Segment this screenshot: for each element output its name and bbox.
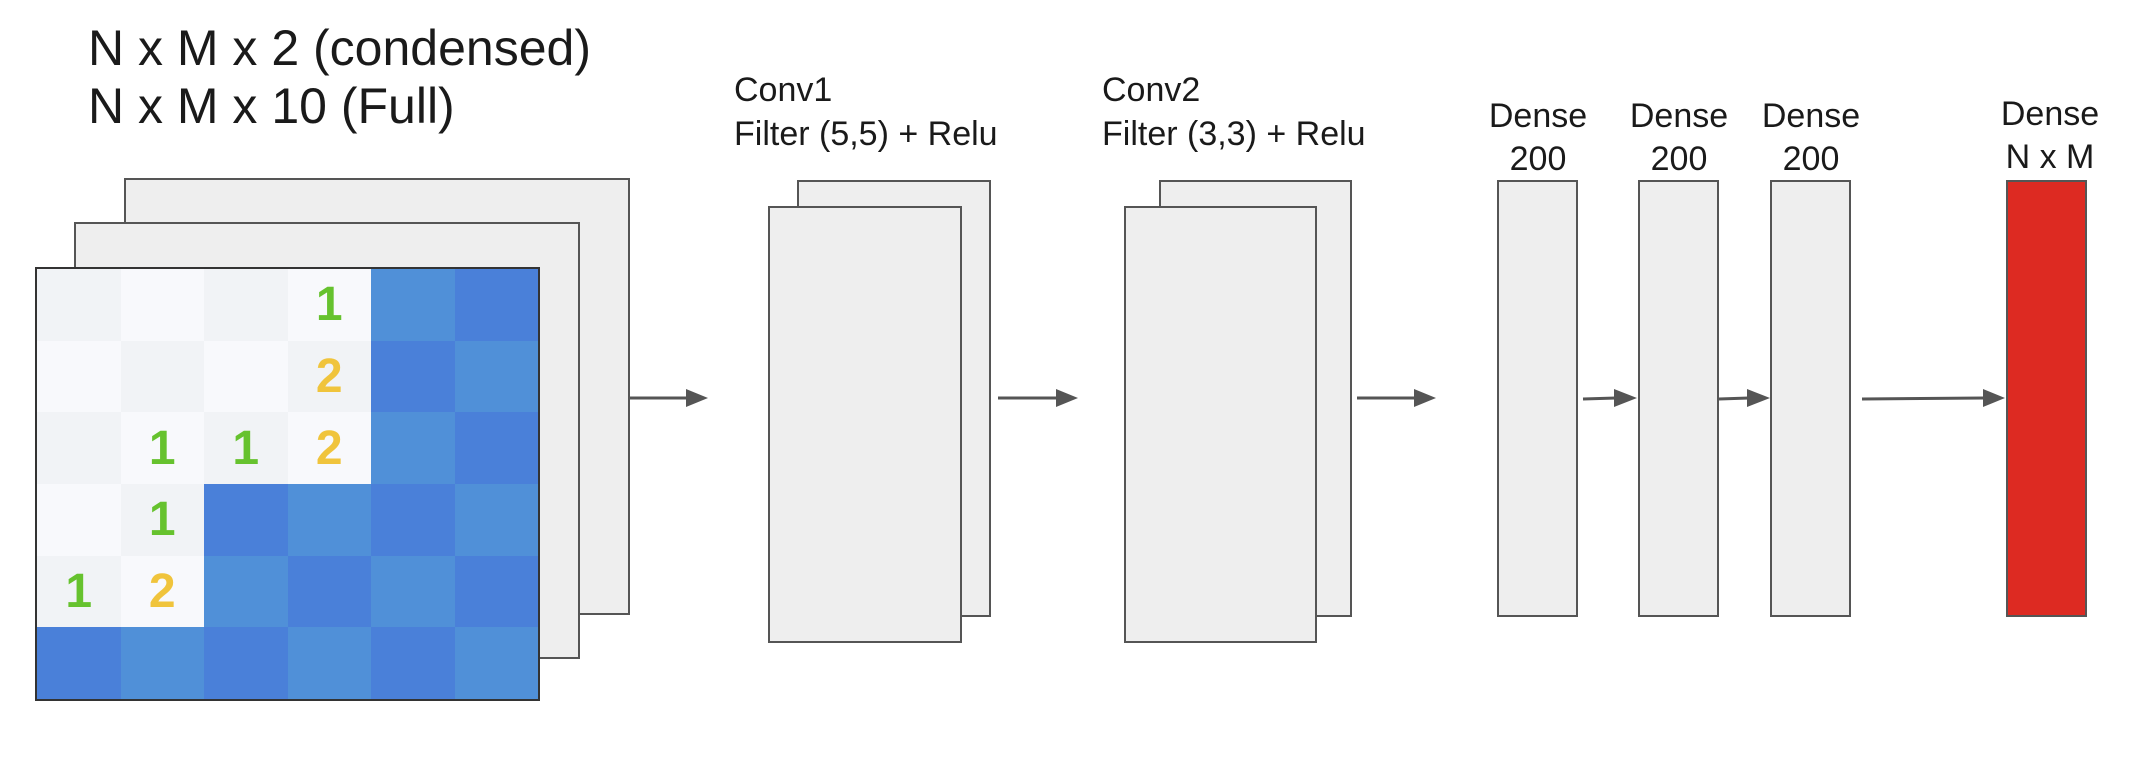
dense2-size: 200: [1650, 140, 1708, 178]
number-cell: 2: [287, 412, 371, 484]
conv2-feature-map-front: [1124, 206, 1317, 643]
unrevealed-cell: [371, 340, 455, 413]
number-cell: 1: [204, 412, 288, 484]
dense3-layer: [1770, 180, 1851, 617]
arrow-conv1-to-conv2: [998, 389, 1078, 407]
dense1-layer: [1497, 180, 1578, 617]
dense3-size: 200: [1782, 140, 1840, 178]
number-cell: 1: [120, 483, 204, 556]
unrevealed-cell: [454, 555, 538, 628]
unrevealed-cell: [371, 269, 455, 341]
unrevealed-cell: [454, 269, 538, 341]
dense1-size: 200: [1509, 140, 1567, 178]
unrevealed-cell: [371, 555, 455, 628]
arrow-conv2-to-dense1: [1357, 389, 1436, 407]
arrow-dense1-to-dense2: [1582, 389, 1637, 407]
conv1-label: Conv1: [734, 71, 833, 109]
unrevealed-cell: [454, 340, 538, 413]
revealed-cell: [37, 483, 121, 556]
revealed-cell: [37, 340, 121, 413]
unrevealed-cell: [204, 555, 288, 628]
unrevealed-cell: [371, 483, 455, 556]
unrevealed-cell: [120, 627, 204, 699]
unrevealed-cell: [371, 412, 455, 484]
output-label: Dense: [2000, 95, 2100, 133]
dense2-label: Dense: [1629, 97, 1729, 135]
unrevealed-cell: [204, 483, 288, 556]
revealed-cell: [120, 340, 204, 413]
dense2-layer: [1638, 180, 1719, 617]
revealed-cell: [204, 340, 288, 413]
number-cell: 2: [120, 555, 204, 628]
unrevealed-cell: [204, 627, 288, 699]
number-cell: 1: [37, 555, 121, 628]
revealed-cell: [37, 269, 121, 341]
conv2-detail: Filter (3,3) + Relu: [1102, 115, 1366, 153]
unrevealed-cell: [287, 483, 371, 556]
number-cell: 1: [120, 412, 204, 484]
input-shape-condensed: N x M x 2 (condensed): [88, 20, 591, 76]
input-shape-full: N x M x 10 (Full): [88, 78, 455, 134]
revealed-cell: [204, 269, 288, 341]
output-size: N x M: [2005, 138, 2095, 176]
unrevealed-cell: [37, 627, 121, 699]
arrow-input-to-conv1: [630, 389, 708, 407]
output-layer: [2006, 180, 2087, 617]
number-cell: 2: [287, 340, 371, 413]
arrow-dense2-to-dense3: [1718, 389, 1770, 407]
dense1-label: Dense: [1488, 97, 1588, 135]
arrow-dense3-to-output: [1861, 389, 2005, 407]
unrevealed-cell: [454, 483, 538, 556]
conv1-feature-map-front: [768, 206, 962, 643]
conv1-detail: Filter (5,5) + Relu: [734, 115, 998, 153]
unrevealed-cell: [454, 412, 538, 484]
dense3-label: Dense: [1761, 97, 1861, 135]
revealed-cell: [120, 269, 204, 341]
number-cell: 1: [287, 269, 371, 341]
unrevealed-cell: [454, 627, 538, 699]
conv2-label: Conv2: [1102, 71, 1201, 109]
unrevealed-cell: [371, 627, 455, 699]
revealed-cell: [37, 412, 121, 484]
unrevealed-cell: [287, 627, 371, 699]
unrevealed-cell: [287, 555, 371, 628]
